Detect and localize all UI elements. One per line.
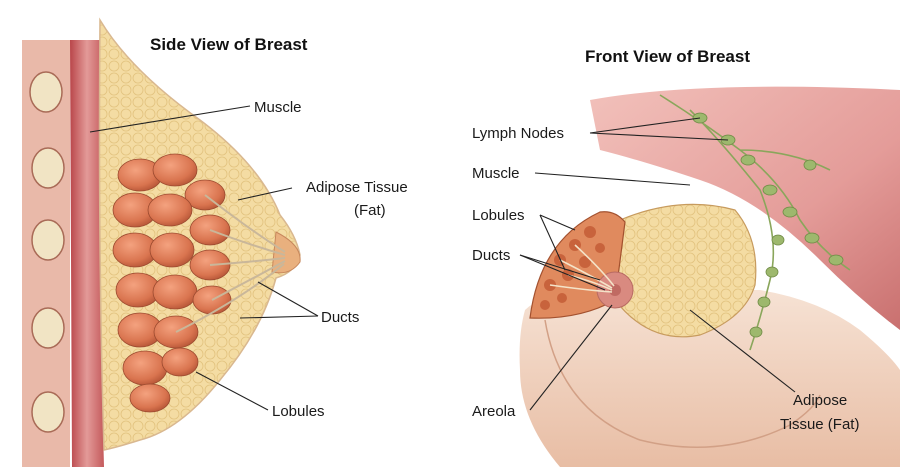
side-ducts-label: Ducts	[321, 309, 359, 326]
side-adipose-label-line1: Adipose Tissue	[306, 179, 408, 196]
front-areola-label: Areola	[472, 403, 516, 420]
front-adipose-label-line2: Tissue (Fat)	[780, 416, 859, 433]
front-ducts-label: Ducts	[472, 247, 510, 264]
front-lobules-label: Lobules	[472, 207, 525, 224]
front-view-illustration	[520, 87, 900, 467]
side-view-illustration	[22, 20, 300, 467]
front-muscle-label: Muscle	[472, 165, 520, 182]
side-muscle-label: Muscle	[254, 99, 302, 116]
side-view-title: Side View of Breast	[150, 35, 308, 54]
front-adipose-label-line1: Adipose	[793, 392, 847, 409]
side-lobules-label: Lobules	[272, 403, 325, 420]
front-lymph-nodes-label: Lymph Nodes	[472, 125, 564, 142]
front-view-title: Front View of Breast	[585, 47, 750, 66]
side-adipose-label-line2: (Fat)	[354, 202, 386, 219]
front-muscle-leader	[535, 173, 690, 185]
